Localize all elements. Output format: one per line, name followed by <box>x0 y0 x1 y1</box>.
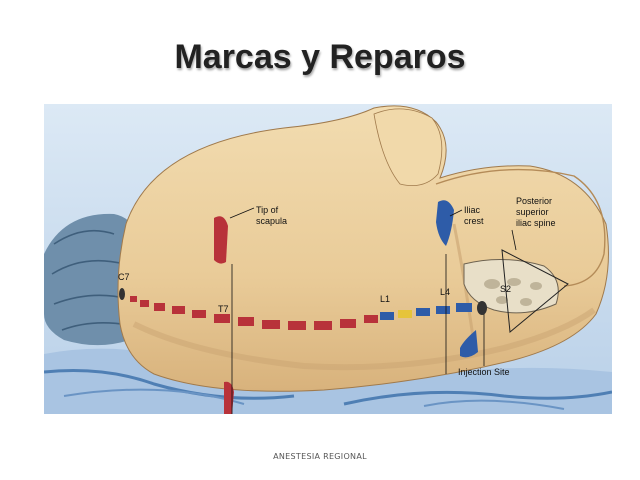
iliac-crest-mark <box>436 200 454 246</box>
psis-triangle <box>501 249 569 333</box>
label-c7: C7 <box>118 272 130 282</box>
label-psis-line3: iliac spine <box>516 218 556 228</box>
label-tip-of-scapula-line1: Tip of <box>256 205 279 215</box>
label-l1: L1 <box>380 294 390 304</box>
label-s2: S2 <box>500 284 511 294</box>
leader-lines <box>229 207 517 414</box>
injection-marker <box>460 301 487 358</box>
label-psis-line1: Posterior <box>516 196 552 206</box>
label-iliac-crest-line2: crest <box>464 216 484 226</box>
scapula-marks <box>214 216 234 414</box>
anatomy-illustration: Tip of scapula Iliac crest Posterior sup… <box>44 104 612 414</box>
label-injection-site: Injection Site <box>458 367 510 377</box>
label-t7: T7 <box>218 304 229 314</box>
label-iliac-crest-line1: Iliac <box>464 205 481 215</box>
label-tip-of-scapula-line2: scapula <box>256 216 287 226</box>
label-l4: L4 <box>440 287 450 297</box>
label-psis-line2: superior <box>516 207 549 217</box>
sacrum <box>463 259 559 314</box>
spine-vertebrae <box>119 288 472 330</box>
slide-title: Marcas y Reparos <box>174 38 466 76</box>
slide-footer: ANESTESIA REGIONAL <box>273 452 367 461</box>
patient-hair <box>44 213 140 346</box>
